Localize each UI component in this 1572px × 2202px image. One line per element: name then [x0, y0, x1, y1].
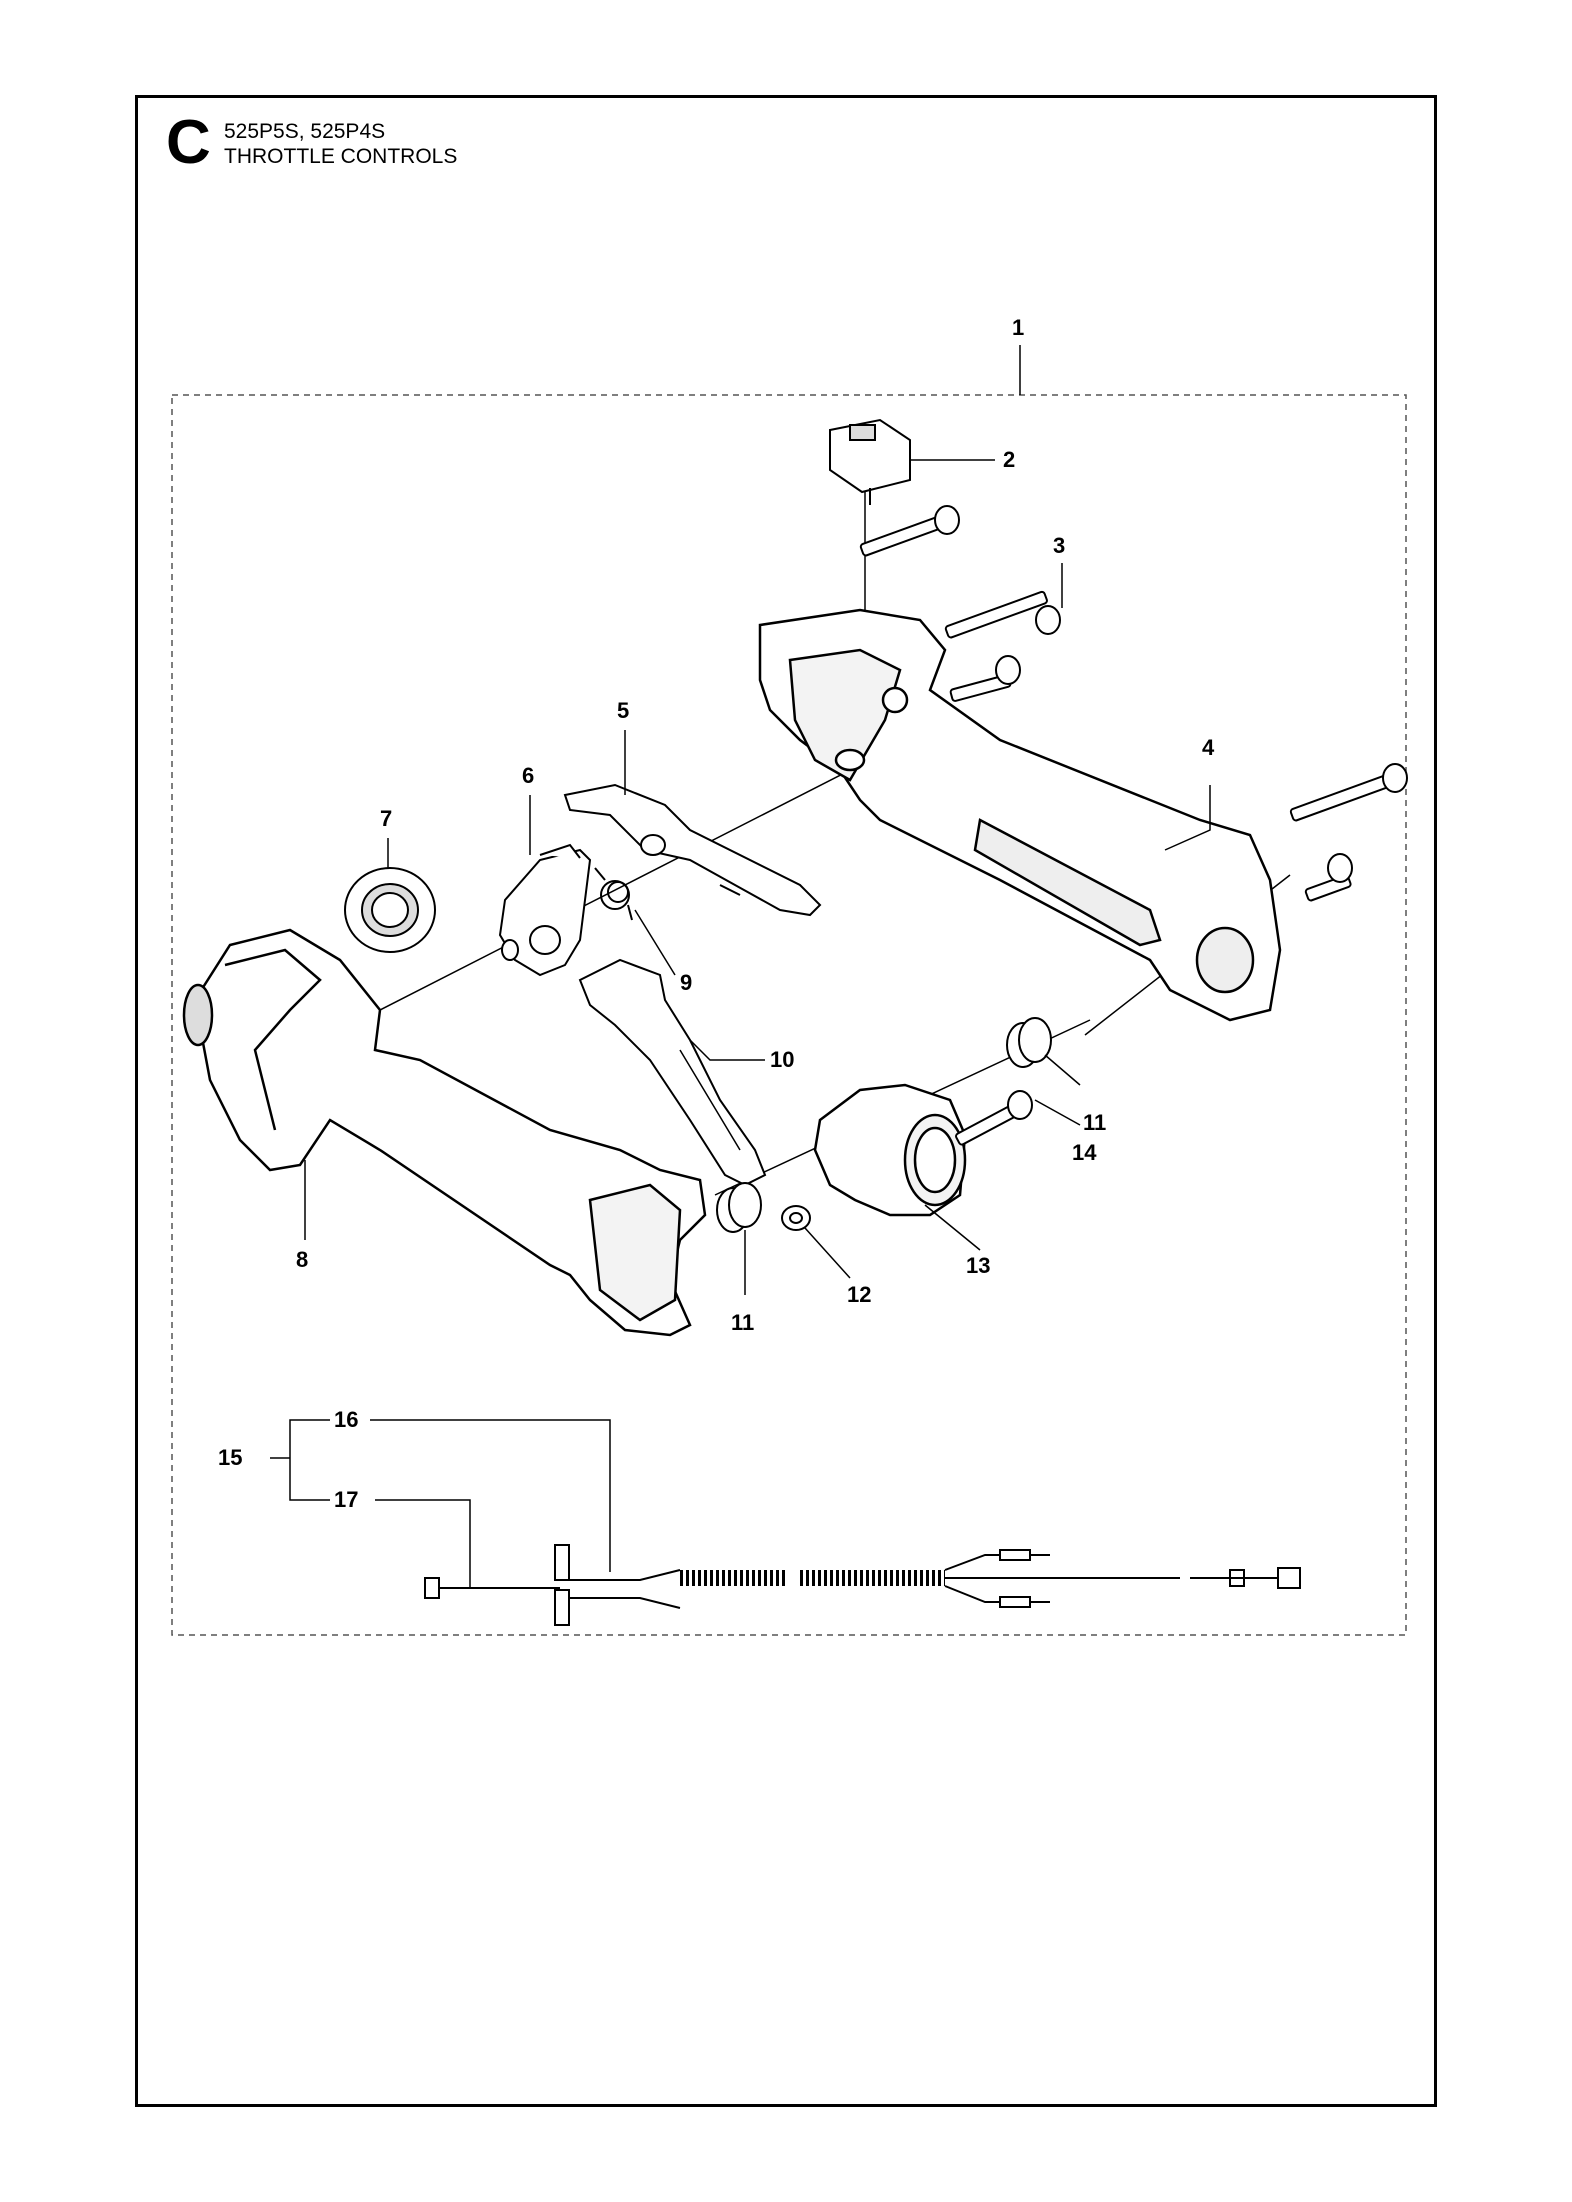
throttle-lockout-part	[563, 783, 822, 917]
clamp-screw-part	[955, 1090, 1033, 1146]
callout-labels: 1 2 3 4 5 6 7 8 9 10 11 11 12 13 14 15 1…	[218, 315, 1215, 1512]
lock-ring-part	[344, 867, 436, 953]
callout-8: 8	[296, 1247, 308, 1272]
callout-leader-lines	[270, 459, 1211, 1588]
callout-3: 3	[1053, 533, 1065, 558]
callout-9: 9	[680, 970, 692, 995]
clamp-part	[813, 1083, 967, 1217]
throttle-trigger-part	[578, 958, 767, 1187]
bushing-parts	[716, 1017, 1052, 1233]
callout-10: 10	[770, 1047, 794, 1072]
throttle-bracket-part	[498, 843, 592, 977]
callout-13: 13	[966, 1253, 990, 1278]
callout-4: 4	[1202, 735, 1215, 760]
spring-part	[594, 867, 633, 921]
callout-6: 6	[522, 763, 534, 788]
page-frame	[135, 95, 1437, 2107]
callout-5: 5	[617, 698, 629, 723]
section-letter: C	[166, 108, 211, 177]
model-numbers: 525P5S, 525P4S	[224, 120, 386, 143]
cable-harness-part	[424, 1544, 1301, 1626]
stop-switch-part	[829, 418, 911, 505]
callout-12: 12	[847, 1282, 871, 1307]
callout-1: 1	[1012, 315, 1024, 340]
assembly-kit-box	[171, 394, 1407, 1636]
callout-14: 14	[1072, 1140, 1097, 1165]
callout-11-left: 11	[731, 1310, 754, 1335]
callout-15: 15	[218, 1445, 242, 1470]
callout-7: 7	[380, 806, 392, 831]
callout-17: 17	[334, 1487, 358, 1512]
lower-handle-part	[182, 928, 707, 1337]
handle-housing-part	[758, 608, 1282, 1022]
callout-2: 2	[1003, 447, 1015, 472]
screw-parts	[859, 505, 1408, 902]
nut-part	[781, 1205, 811, 1231]
callout-11-right: 11	[1083, 1110, 1106, 1135]
page-title: THROTTLE CONTROLS	[224, 145, 458, 168]
callout-16: 16	[334, 1407, 358, 1432]
